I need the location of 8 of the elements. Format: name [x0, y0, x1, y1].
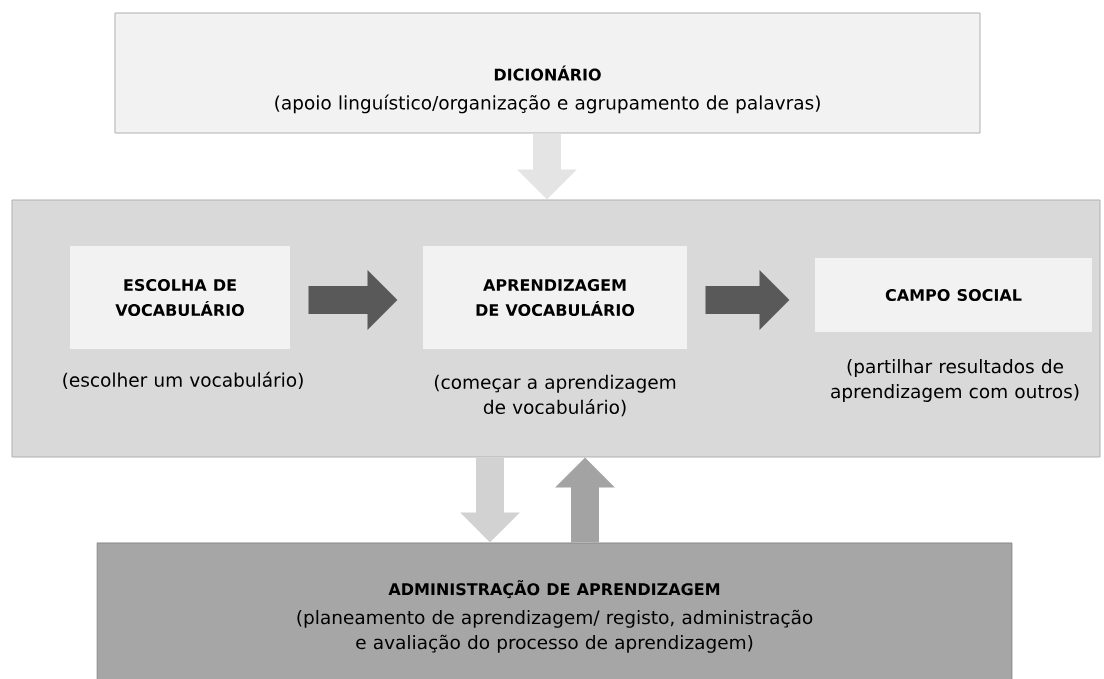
dictionary-box: DICIONÁRIO (apoio linguístico/organização e agrupamento de palavras) — [114, 12, 981, 134]
step-box: CAMPO SOCIAL — [815, 258, 1092, 332]
step-box: ESCOLHA DE VOCABULÁRIO — [70, 246, 290, 349]
management-box: ADMINISTRAÇÃO DE APRENDIZAGEM (planeamento de aprendizagem/ registo, administração e avaliação do processo de aprendizagem) — [96, 542, 1013, 679]
caption-text: (escolher um vocabulário) — [63, 371, 303, 390]
step-box: APRENDIZAGEM DE VOCABULÁRIO — [423, 246, 687, 349]
caption-text: (começar a aprendizagem de vocabulário) — [434, 374, 676, 417]
caption-text: (partilhar resultados de aprendizagem com outros) — [831, 359, 1079, 402]
